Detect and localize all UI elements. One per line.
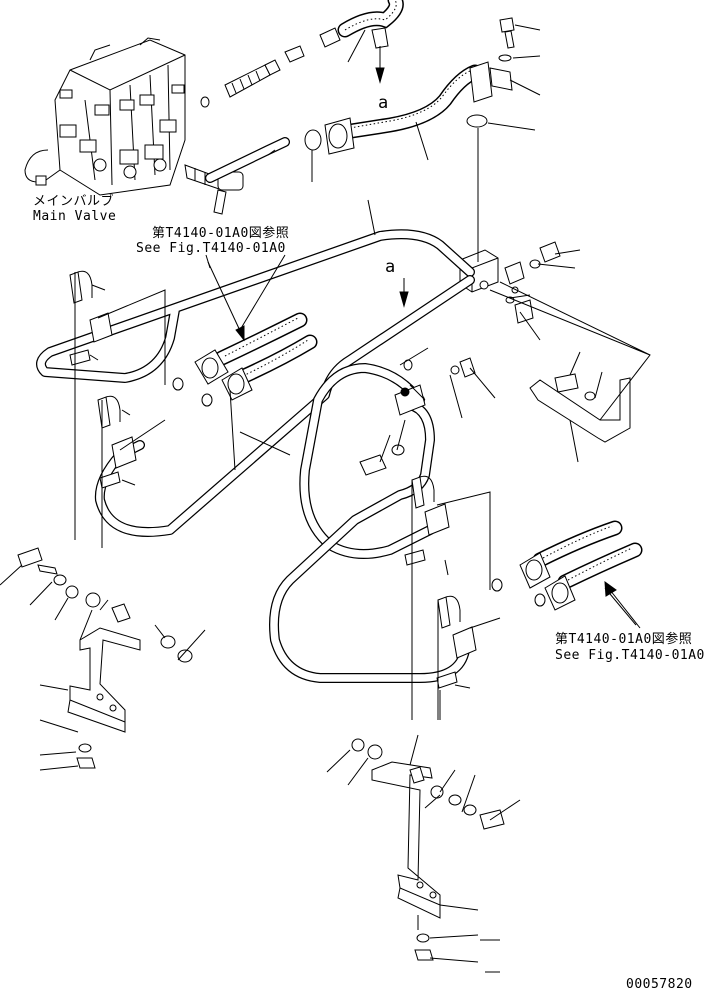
adapter-fitting-top (224, 27, 341, 98)
bolt-mid (359, 357, 476, 476)
hoses-right (519, 520, 643, 611)
ref-top-label-en: See Fig.T4140-01A0 (136, 241, 286, 256)
o-ring (304, 129, 322, 151)
main-valve-label-en: Main Valve (33, 209, 116, 224)
main-valve-block (24, 37, 186, 196)
arrow-a-mid (399, 278, 409, 308)
tube-right-loop (269, 400, 470, 683)
main-valve-label-jp: メインバルブ (33, 193, 114, 209)
bolt-junction (505, 241, 561, 324)
ref-right-label-en: See Fig.T4140-01A0 (555, 648, 705, 663)
bracket-lower (351, 738, 505, 961)
drawing-number: 00057820 (626, 977, 693, 992)
arrow-a-top (375, 46, 385, 84)
o-ring (200, 96, 210, 108)
arrow-a-top-label: a (378, 93, 388, 113)
bracket-right (529, 373, 631, 443)
tube-center-loop (299, 363, 435, 559)
hose-top (337, 0, 404, 49)
hose-a (324, 61, 493, 155)
ref-top-label-jp: 第T4140-01A0図参照 (152, 225, 289, 241)
leader-lines (0, 24, 651, 973)
o-rings-mid (172, 286, 546, 607)
arrow-a-mid-label: a (385, 257, 395, 277)
tube-upper-left (36, 229, 475, 383)
bracket-left (17, 547, 193, 769)
bolt-top-right (466, 17, 515, 128)
ref-right-label-jp: 第T4140-01A0図参照 (555, 631, 692, 647)
ref-arrow-right (604, 580, 641, 629)
u-bolt-clamps (69, 270, 461, 629)
hoses-mid-left (194, 312, 318, 401)
tube-long-top (205, 137, 290, 183)
ref-arrow-top (207, 261, 245, 342)
